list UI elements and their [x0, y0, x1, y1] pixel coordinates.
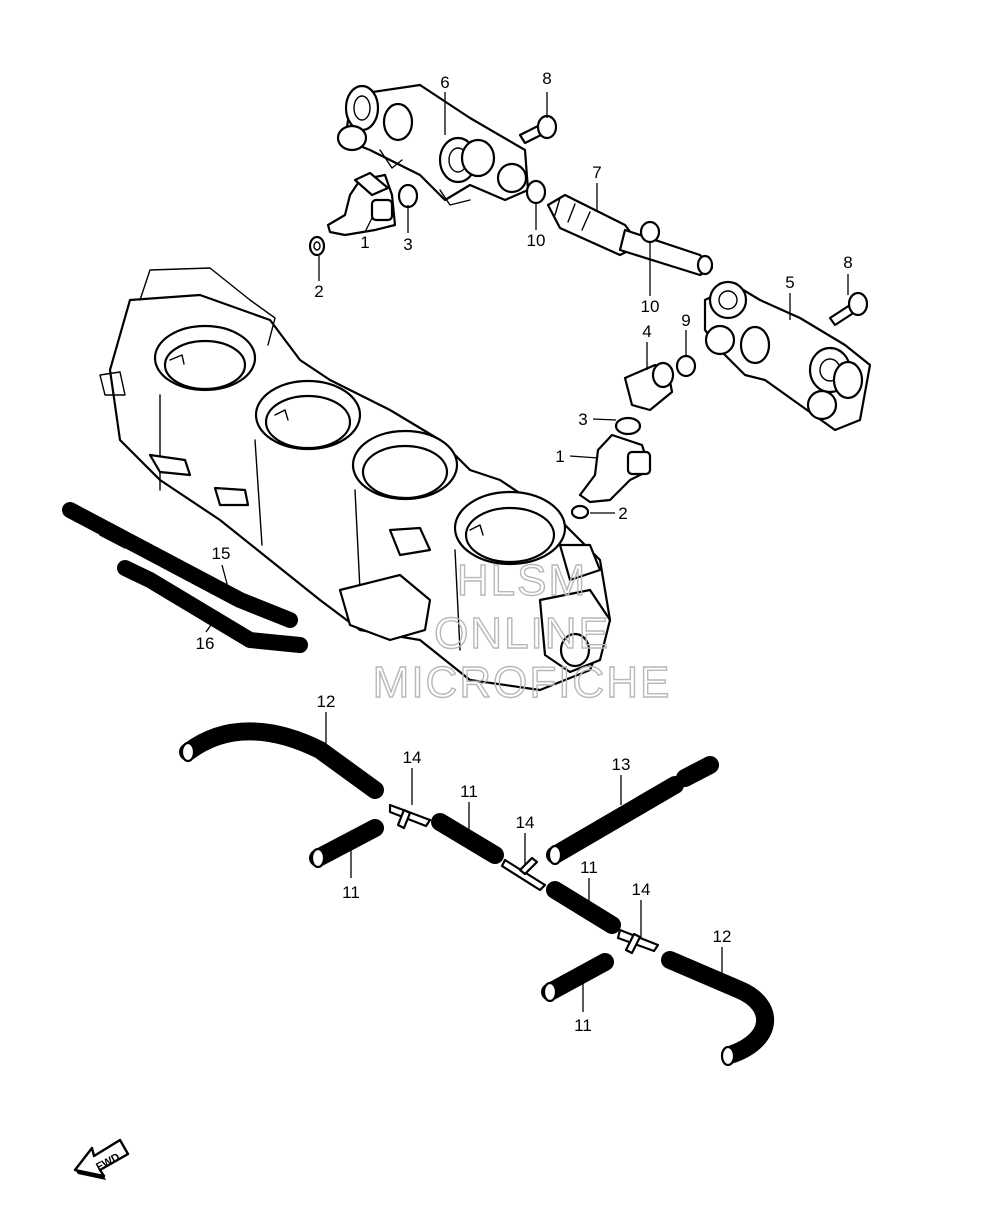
callout-12-right: 12	[713, 927, 732, 946]
fwd-arrow-icon: FWD	[73, 1138, 130, 1180]
callout-13: 13	[612, 755, 631, 774]
hose-11-b	[431, 813, 504, 864]
callout-labels: 8 6 7 3 1 2 10 10 8 5 9 4 3 1 2 15 16 12…	[196, 69, 853, 1035]
o-ring-9	[675, 354, 697, 378]
o-ring-10-left	[525, 179, 547, 205]
watermark-line-3: MICROFICHE	[373, 658, 672, 707]
watermark-line-2: ONLINE	[434, 609, 610, 658]
watermark-line-1: HLSM	[457, 556, 587, 605]
hose-15	[62, 502, 298, 628]
callout-10-right: 10	[641, 297, 660, 316]
leader-lines	[205, 92, 849, 1012]
washer-2-upper	[308, 235, 326, 257]
washer-2-lower	[570, 504, 590, 520]
injector-1-upper	[326, 171, 397, 237]
joint-14-b	[500, 856, 547, 892]
watermark: HLSM ONLINE MICROFICHE	[372, 555, 672, 707]
o-ring-3-upper	[397, 183, 419, 209]
callout-7: 7	[592, 163, 601, 182]
callout-1-lower: 1	[555, 447, 564, 466]
callout-16: 16	[196, 634, 215, 653]
callout-14-c: 14	[632, 880, 651, 899]
bolt-8-upper	[518, 114, 558, 145]
hose-12-right	[661, 951, 775, 1067]
callout-3-upper: 3	[403, 235, 412, 254]
callout-8-upper: 8	[542, 69, 551, 88]
callout-6: 6	[440, 73, 449, 92]
callout-4: 4	[642, 322, 651, 341]
callout-3-lower: 3	[578, 410, 587, 429]
callout-11-a: 11	[460, 782, 478, 801]
injector-1-lower	[578, 433, 652, 504]
cap-4	[623, 361, 675, 412]
callout-10-left: 10	[527, 231, 546, 250]
fuel-rail-upper	[336, 83, 530, 206]
callout-11-c: 11	[580, 858, 598, 877]
rail-connector-7	[546, 193, 714, 277]
callout-12-left: 12	[317, 692, 336, 711]
joint-14-a	[388, 803, 432, 830]
callout-2-lower: 2	[618, 504, 627, 523]
callout-15: 15	[212, 544, 231, 563]
callout-1-upper: 1	[360, 233, 369, 252]
o-ring-3-lower	[614, 416, 642, 436]
hose-11-c	[546, 881, 621, 934]
callout-9: 9	[681, 311, 690, 330]
callout-14-b: 14	[516, 813, 535, 832]
callout-11-b: 11	[342, 883, 360, 902]
throttle-body-assembly	[99, 267, 612, 692]
fuel-rail-lower	[703, 280, 872, 432]
callout-2-upper: 2	[314, 282, 323, 301]
callout-11-d: 11	[574, 1016, 592, 1035]
hose-16	[117, 560, 308, 653]
bolt-8-lower	[828, 291, 869, 327]
joint-14-c	[616, 928, 660, 955]
callout-8-lower: 8	[843, 253, 852, 272]
callout-14-a: 14	[403, 748, 422, 767]
hose-11-d	[541, 953, 614, 1003]
hose-12-left	[179, 722, 384, 799]
callout-5: 5	[785, 273, 794, 292]
o-ring-10-right	[639, 220, 661, 244]
hose-13	[546, 756, 719, 866]
hose-11-a	[309, 819, 384, 869]
